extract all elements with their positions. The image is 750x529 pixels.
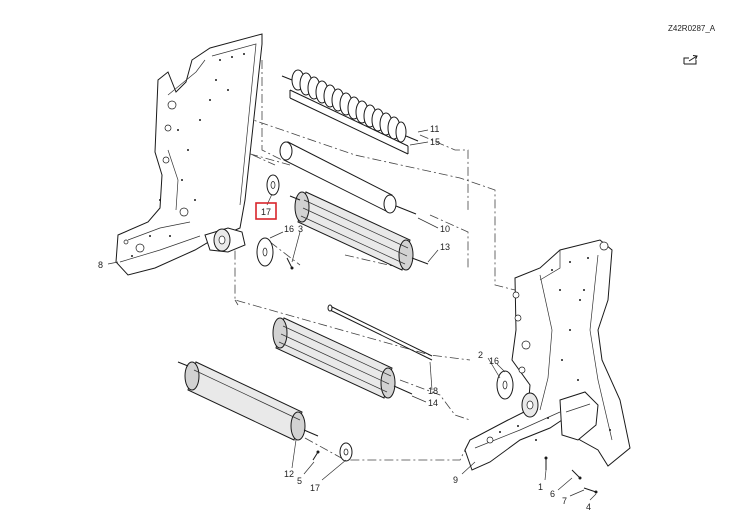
star-roller	[281, 69, 419, 155]
callout-3: 3	[298, 224, 303, 234]
long-shaft	[327, 304, 433, 361]
callout-17-upper: 17	[261, 207, 271, 217]
callout-14: 14	[428, 398, 438, 408]
callout-7: 7	[562, 496, 567, 506]
callout-6: 6	[550, 489, 555, 499]
highlighted-part-box[interactable]	[255, 202, 277, 220]
callout-8: 8	[98, 260, 103, 270]
callout-5: 5	[297, 476, 302, 486]
lower-roller	[177, 361, 319, 441]
diagram-code: Z42R0287_A	[668, 24, 716, 33]
leader-lines	[107, 129, 597, 501]
callout-2: 2	[478, 350, 483, 360]
fluted-roller-upper	[289, 191, 429, 271]
bolts	[286, 257, 598, 494]
callout-labels: 11 15 17 16 3 10 13 8 2 16 18 14 12 5 17…	[98, 124, 591, 512]
callout-16-lower: 16	[489, 356, 499, 366]
callout-4: 4	[586, 502, 591, 512]
link-out-icon[interactable]	[683, 55, 698, 65]
flange-disc-upper	[266, 174, 280, 196]
callout-15: 15	[430, 137, 440, 147]
roller-discs	[291, 69, 407, 143]
left-side-frame	[115, 33, 263, 276]
callout-18: 18	[428, 386, 438, 396]
callout-10: 10	[440, 224, 450, 234]
callout-11: 11	[430, 124, 439, 134]
callout-16-upper: 16	[284, 224, 294, 234]
callout-9: 9	[453, 475, 458, 485]
disc-16-upper	[256, 237, 274, 267]
callout-1: 1	[538, 482, 543, 492]
callout-12: 12	[284, 469, 294, 479]
upper-plain-roller	[279, 141, 417, 215]
fluted-roller-middle	[272, 317, 413, 399]
disc-16-lower	[496, 370, 514, 400]
right-side-frame	[464, 239, 631, 471]
callout-17-lower: 17	[310, 483, 320, 493]
flange-disc-lower	[339, 442, 353, 462]
callout-13: 13	[440, 242, 450, 252]
